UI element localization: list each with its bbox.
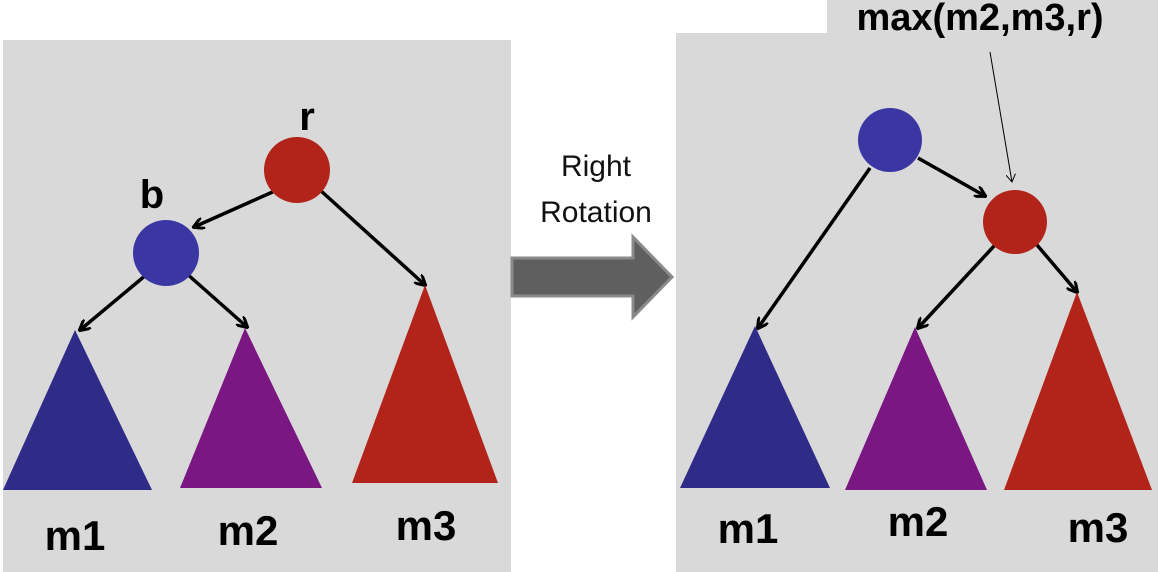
label-m3: m3 <box>396 502 457 549</box>
edge-b-r <box>917 156 985 196</box>
label-m1: m1 <box>45 512 106 559</box>
node-b <box>133 220 199 286</box>
edge-b-m1 <box>758 166 872 328</box>
label-m2: m2 <box>218 507 279 554</box>
transition-label-line2: Rotation <box>540 196 652 229</box>
node-r <box>264 137 330 203</box>
label-b: b <box>140 173 164 217</box>
subtree-m3 <box>1004 292 1152 490</box>
label-r: r <box>299 95 315 139</box>
rotation-arrow <box>510 233 675 321</box>
edge-r-b <box>194 188 278 227</box>
label-m2: m2 <box>888 498 949 545</box>
subtree-m1 <box>680 326 830 488</box>
edge-r-m2 <box>918 243 997 328</box>
after-panel: max(m2,m3,r) m1 m2 m3 <box>676 0 1158 572</box>
node-b <box>858 108 922 172</box>
transition-label-line1: Right <box>561 150 632 183</box>
node-r <box>983 190 1047 254</box>
edge-b-m1 <box>80 273 148 330</box>
edge-r-m3 <box>318 188 425 285</box>
subtree-m2 <box>845 327 987 490</box>
label-m1: m1 <box>718 505 779 552</box>
annotation-max: max(m2,m3,r) <box>856 0 1103 39</box>
label-m3: m3 <box>1068 504 1129 551</box>
subtree-m2 <box>180 328 322 488</box>
before-panel: r b m1 m2 m3 <box>3 40 511 572</box>
annotation-pointer <box>989 51 1012 182</box>
edge-r-m3 <box>1035 243 1077 292</box>
subtree-m1 <box>3 330 152 490</box>
edge-b-m2 <box>184 271 247 327</box>
subtree-m3 <box>352 285 498 483</box>
